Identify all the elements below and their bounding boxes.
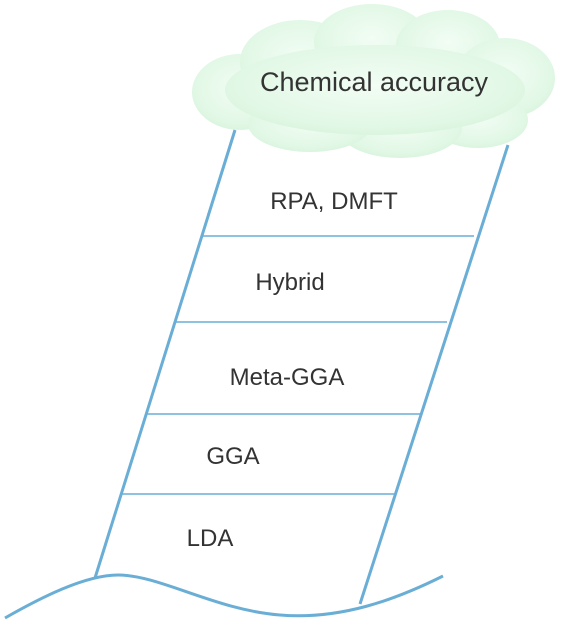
ladder: RPA, DMFT Hybrid Meta-GGA GGA LDA	[93, 129, 510, 605]
ground-line	[4, 573, 444, 620]
rung-label-meta-gga: Meta-GGA	[230, 364, 345, 391]
rung-label-gga: GGA	[206, 443, 259, 470]
cloud: Chemical accuracy	[192, 4, 555, 158]
ladder-left-rail	[93, 129, 237, 579]
rung-label-hybrid: Hybrid	[255, 269, 324, 296]
ladder-right-rail	[358, 144, 510, 605]
rung-label-lda: LDA	[187, 525, 234, 552]
cloud-shape	[192, 4, 555, 158]
cloud-label: Chemical accuracy	[260, 67, 489, 97]
rung-label-rpa-dmft: RPA, DMFT	[270, 188, 398, 215]
